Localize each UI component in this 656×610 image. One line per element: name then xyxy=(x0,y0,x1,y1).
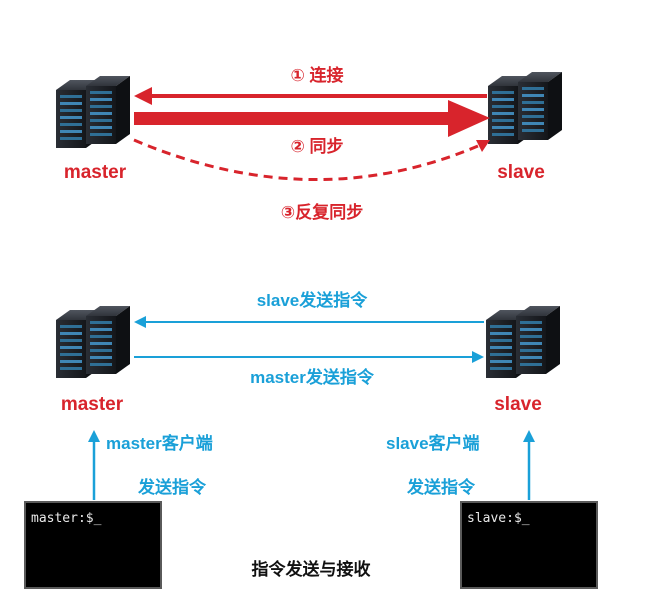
command-diagram: master slave slave发送指令 master发送指令 master… xyxy=(24,290,598,589)
slave-client-label: slave客户端 xyxy=(386,433,480,453)
step2-label: ② 同步 xyxy=(290,136,343,156)
repeated-sync-arrow xyxy=(133,138,490,181)
server-rack-icon xyxy=(486,306,560,378)
sync-arrow xyxy=(134,100,490,137)
master-send-label: master发送指令 xyxy=(250,367,375,387)
master-client-arrow xyxy=(88,430,100,500)
slave-client-sublabel: 发送指令 xyxy=(406,477,476,497)
master-terminal: master:$_ xyxy=(24,501,162,589)
sync-diagram: master slave ① 连接 ② 同步 ③反复同步 xyxy=(56,65,562,222)
master-terminal-prompt: master:$_ xyxy=(31,511,102,526)
step3-label: ③反复同步 xyxy=(281,202,363,222)
diagram-caption: 指令发送与接收 xyxy=(252,559,371,579)
master-label: master xyxy=(61,394,124,415)
master-client-sublabel: 发送指令 xyxy=(137,477,207,497)
master-label: master xyxy=(64,162,127,183)
server-rack-icon xyxy=(56,76,130,148)
slave-send-arrow xyxy=(134,316,484,328)
slave-send-label: slave发送指令 xyxy=(257,290,369,310)
step1-label: ① 连接 xyxy=(290,65,343,85)
slave-client-arrow xyxy=(523,430,535,500)
slave-label: slave xyxy=(497,162,545,183)
slave-terminal: slave:$_ xyxy=(460,501,598,589)
connect-arrow xyxy=(134,87,487,105)
master-client-label: master客户端 xyxy=(106,433,213,453)
slave-label: slave xyxy=(494,394,542,415)
slave-terminal-prompt: slave:$_ xyxy=(467,511,530,526)
server-rack-icon xyxy=(488,72,562,144)
master-send-arrow xyxy=(134,351,484,363)
server-rack-icon xyxy=(56,306,130,378)
